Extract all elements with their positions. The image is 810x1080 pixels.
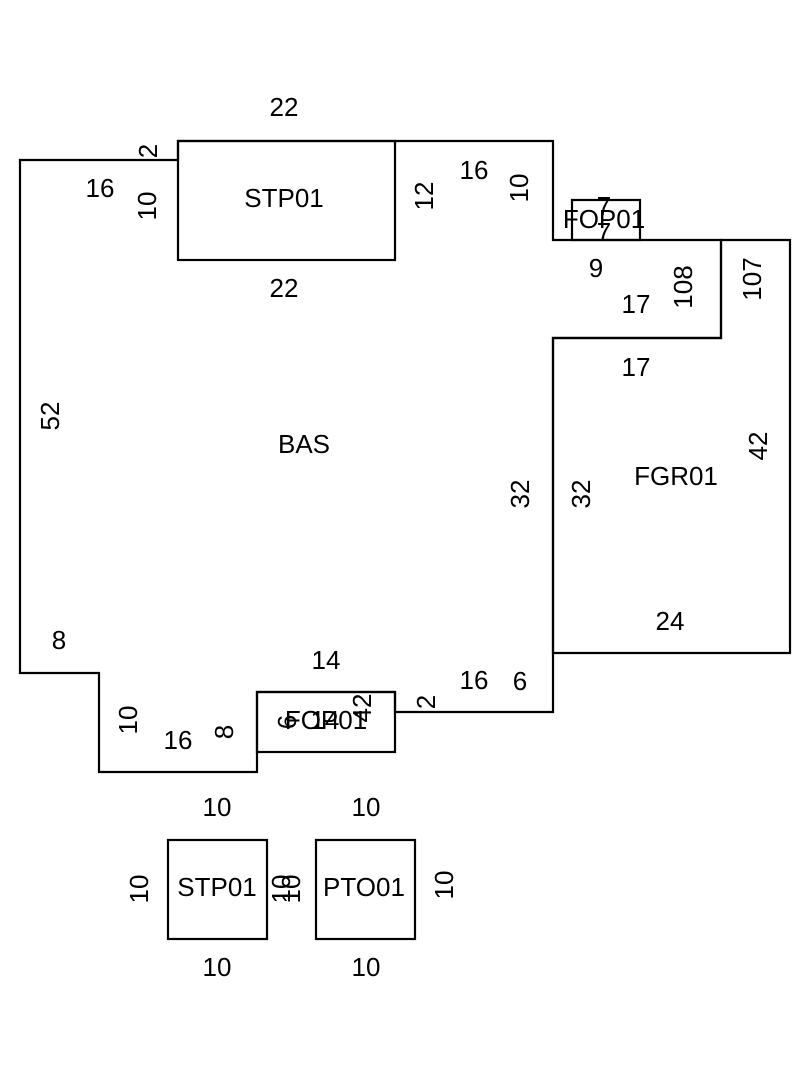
- pto01-outline: [314, 838, 417, 941]
- dim-label: 10: [352, 792, 381, 822]
- fgr01-outline: [551, 238, 792, 655]
- dim-label: 12: [409, 182, 439, 211]
- dim-label: 42: [347, 694, 377, 723]
- dim-label: 2: [411, 695, 441, 709]
- dim-label: 108: [668, 265, 698, 308]
- dim-label: 8: [52, 625, 66, 655]
- dim-label: 7: [597, 217, 611, 247]
- dim-label: 52: [35, 402, 65, 431]
- dim-label: 16: [460, 665, 489, 695]
- fgr01-label: FGR01: [634, 461, 718, 491]
- dim-label: 10: [352, 952, 381, 982]
- dim-label: 107: [737, 257, 767, 300]
- dim-label: 9: [589, 253, 603, 283]
- dim-label: 32: [505, 480, 535, 509]
- stp01-top-label: STP01: [244, 183, 324, 213]
- dim-label: 10: [203, 792, 232, 822]
- dim-label: 16: [86, 173, 115, 203]
- dim-label: 14: [312, 645, 341, 675]
- dim-label: 10: [429, 871, 459, 900]
- dim-label: 22: [270, 92, 299, 122]
- dim-label: 32: [566, 480, 596, 509]
- stp01-bottom-outline: [166, 838, 269, 941]
- pto01-label: PTO01: [323, 872, 405, 902]
- stp01-bottom-label: STP01: [177, 872, 257, 902]
- dim-label: 10: [203, 952, 232, 982]
- bas-outline: [18, 139, 723, 774]
- dim-label: 10: [276, 875, 306, 904]
- dim-label: 22: [270, 273, 299, 303]
- dim-label: 24: [656, 606, 685, 636]
- dim-label: 6: [513, 666, 527, 696]
- dim-label: 10: [504, 174, 534, 203]
- dim-label: 16: [460, 155, 489, 185]
- dim-label: 2: [133, 144, 163, 158]
- dim-label: 42: [743, 432, 773, 461]
- dim-label: 7: [597, 191, 611, 221]
- bas-label: BAS: [278, 429, 330, 459]
- dim-label: 6: [272, 715, 302, 729]
- fop01-top-outline: [570, 198, 642, 242]
- dim-label: 16: [164, 725, 193, 755]
- dim-label: 10: [266, 875, 296, 904]
- dim-label: 10: [124, 875, 154, 904]
- fop01-top-label: FOP01: [563, 204, 645, 234]
- dim-label: 8: [209, 725, 239, 739]
- dim-label: 10: [113, 706, 143, 735]
- dim-label: 14: [311, 705, 340, 735]
- dim-label: 17: [622, 289, 651, 319]
- fop01-bottom-label: FOP01: [285, 705, 367, 735]
- stp01-top-outline: [176, 139, 397, 262]
- dim-label: 17: [622, 352, 651, 382]
- fop01-bottom-outline: [255, 690, 397, 754]
- dim-label: 10: [132, 192, 162, 221]
